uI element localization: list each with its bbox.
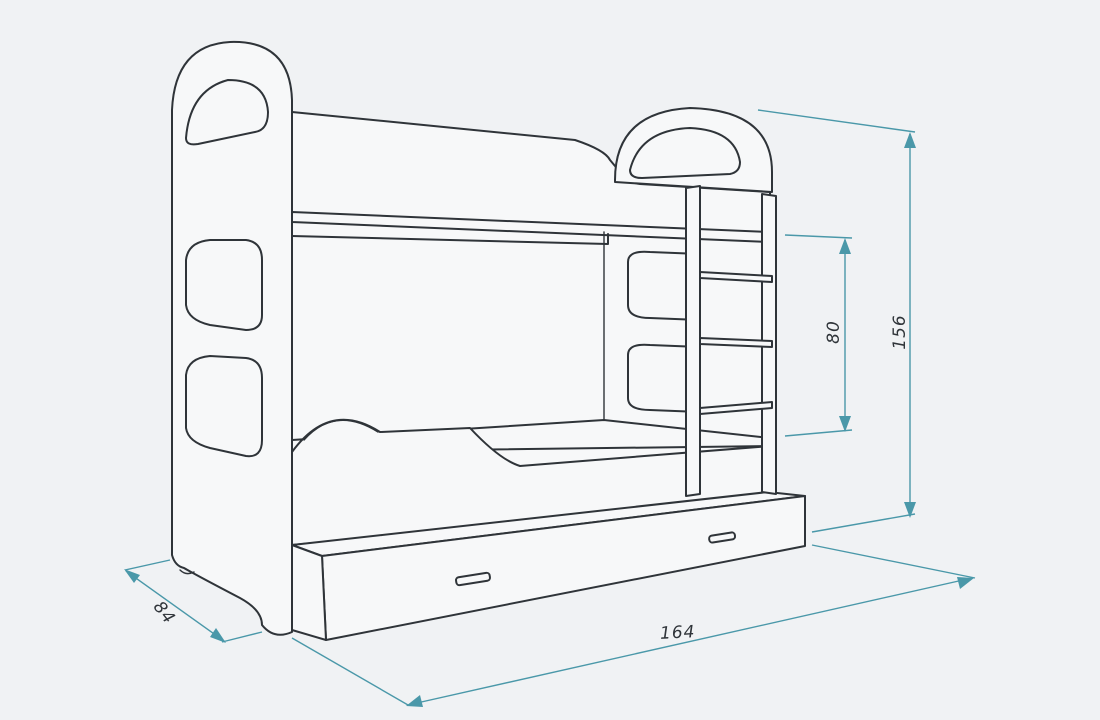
lower-bunk [291, 418, 771, 546]
ladder [685, 185, 777, 497]
rail-height-label: 80 [824, 320, 844, 344]
left-end-panel [171, 40, 293, 636]
length-label: 164 [660, 622, 696, 644]
drawer-handle-side [708, 531, 737, 544]
length-dimension: 164 [406, 577, 974, 707]
drawer-handle-front [455, 571, 491, 587]
ladder-rung [699, 337, 773, 348]
height-label: 156 [890, 314, 910, 349]
ladder-rung [699, 271, 773, 283]
trundle-drawer [291, 491, 806, 641]
ladder-rung [699, 401, 773, 415]
height-dimension: 156 [890, 132, 916, 518]
depth-label: 84 [149, 597, 179, 628]
rail-height-dimension: 80 [824, 238, 851, 432]
dimension-lines: 156 80 164 84 [124, 109, 976, 707]
right-end-panel [614, 107, 773, 413]
